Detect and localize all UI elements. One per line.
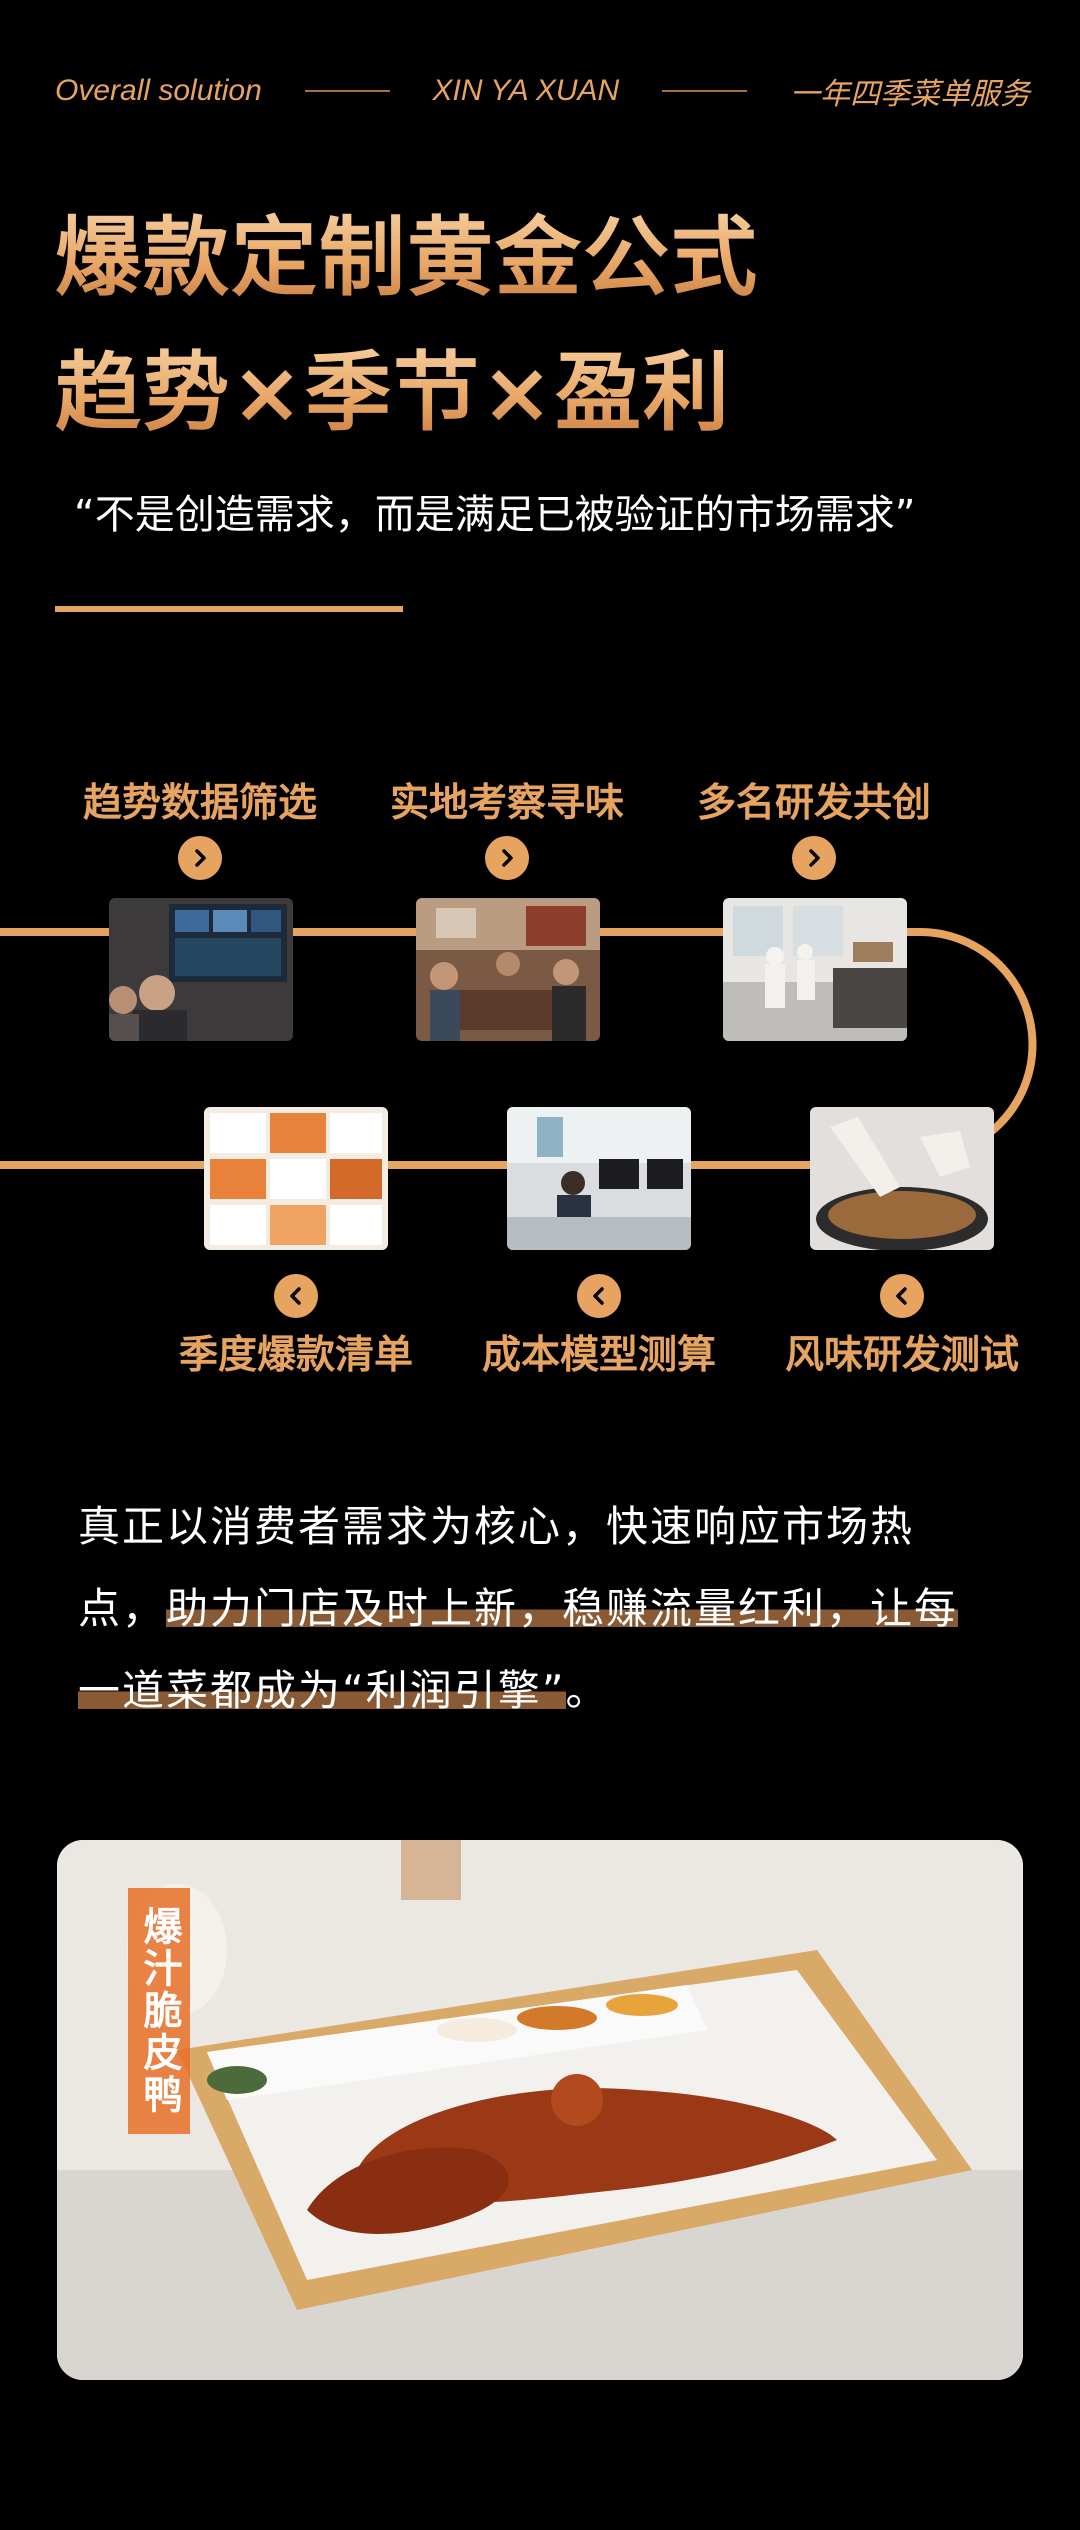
step-label-field-research: 实地考察寻味	[389, 781, 624, 826]
chevron-left-icon	[274, 1274, 318, 1318]
chevron-left-icon	[880, 1274, 924, 1318]
title-line-2: 趋势×季节×盈利	[55, 338, 731, 448]
header-divider	[662, 90, 748, 92]
photo-flavor-testing	[810, 1107, 994, 1250]
header-right-text: 一年四季菜单服务	[789, 78, 1030, 111]
step-label-cost-model: 成本模型测算	[481, 1333, 716, 1378]
chevron-left-icon	[577, 1274, 621, 1318]
photo-kitchen-co-development	[723, 898, 907, 1041]
description-paragraph: 真正以消费者需求为核心，快速响应市场热 点，助力门店及时上新，稳赚流量红利，让每…	[78, 1486, 1018, 1732]
dish-photo-roast-duck	[57, 1840, 1023, 2380]
paragraph-line-2: 点，助力门店及时上新，稳赚流量红利，让每	[78, 1568, 1018, 1650]
photo-seasonal-menu-list	[204, 1107, 388, 1250]
header-bar: Overall solution XIN YA XUAN 一年四季菜单服务	[55, 68, 1030, 114]
paragraph-line-1: 真正以消费者需求为核心，快速响应市场热	[78, 1502, 915, 1551]
header-divider	[304, 90, 390, 92]
chevron-right-icon	[178, 836, 222, 880]
chevron-right-icon	[485, 836, 529, 880]
photo-field-research-dinner	[416, 898, 600, 1041]
step-label-flavor-testing: 风味研发测试	[784, 1333, 1019, 1378]
paragraph-highlight-2: 一道菜都成为“利润引擎”	[78, 1666, 566, 1715]
dish-name-label: 爆汁脆皮鸭	[128, 1888, 190, 2134]
header-left-text: Overall solution	[55, 74, 262, 107]
step-label-trend-data: 趋势数据筛选	[82, 781, 317, 826]
title-line-1: 爆款定制黄金公式	[55, 203, 759, 313]
photo-trend-data-meeting	[109, 898, 293, 1041]
step-label-co-development: 多名研发共创	[696, 781, 931, 826]
photo-cost-model-office	[507, 1107, 691, 1250]
title-underline	[55, 606, 403, 612]
step-label-seasonal-list: 季度爆款清单	[178, 1333, 413, 1378]
chevron-right-icon	[792, 836, 836, 880]
quote-text: “不是创造需求，而是满足已被验证的市场需求”	[74, 492, 916, 538]
paragraph-line-3: 一道菜都成为“利润引擎”。	[78, 1650, 1018, 1732]
paragraph-line-2-start: 点，	[78, 1584, 167, 1633]
header-center-text: XIN YA XUAN	[432, 74, 620, 107]
paragraph-line-3-end: 。	[565, 1666, 610, 1715]
paragraph-highlight-1: 助力门店及时上新，稳赚流量红利，让每	[166, 1584, 959, 1633]
process-track-bottom	[0, 1161, 920, 1169]
